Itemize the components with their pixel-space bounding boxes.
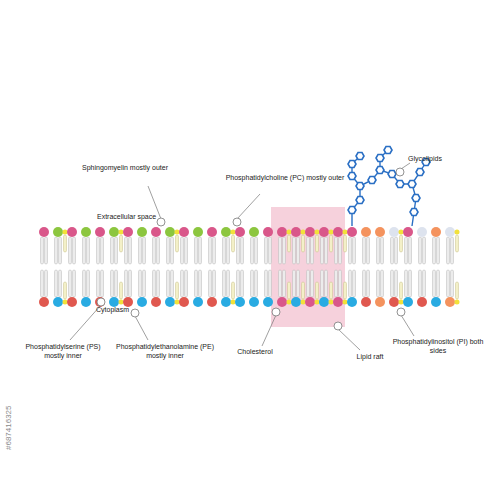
callout-label: Sphingomyelin mostly outer: [80, 164, 170, 173]
callout-label: Cytoplasm: [96, 306, 156, 315]
callout-label: Cholesterol: [225, 348, 285, 357]
leader-dots: [97, 168, 405, 330]
callout-label: Phosphatidylethanolamine (PE) mostly inn…: [110, 343, 220, 361]
lipid-raft-zone: [271, 207, 345, 327]
watermark: #687416325: [4, 406, 13, 451]
callout-label: Lipid raft: [340, 353, 400, 362]
callout-label: Phosphatidylserine (PS) mostly inner: [18, 343, 108, 361]
lipid-bilayer: [39, 227, 460, 307]
callout-label: Phosphatidylcholine (PC) mostly outer: [225, 174, 345, 183]
callout-label: Extracellular space: [97, 213, 177, 222]
callout-label: Glycolipids: [395, 155, 455, 164]
callout-label: Phosphatidylinositol (PI) both sides: [388, 338, 488, 356]
leader-lines: [70, 163, 414, 350]
